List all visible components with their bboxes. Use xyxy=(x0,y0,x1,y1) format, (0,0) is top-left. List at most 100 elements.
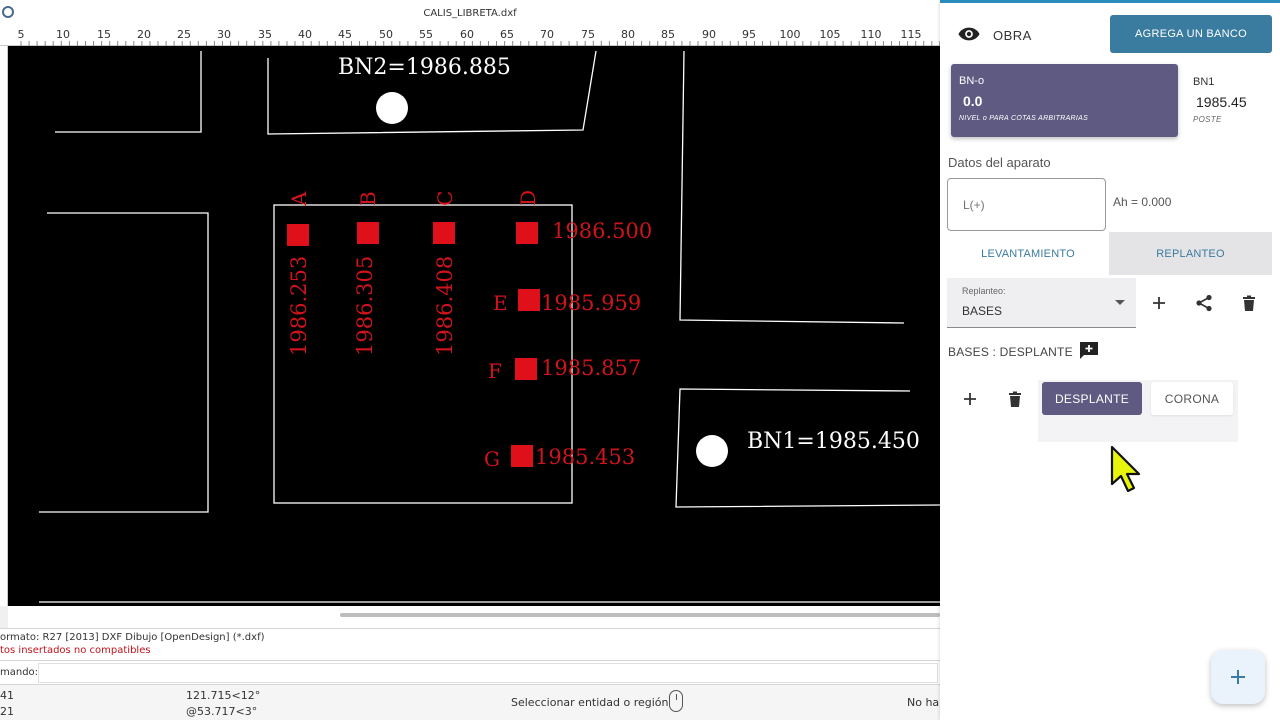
desplante-button[interactable]: DESPLANTE xyxy=(1042,382,1142,415)
add-button[interactable] xyxy=(1145,289,1173,317)
ruler-label: 70 xyxy=(540,28,554,41)
select-label: Replanteo: xyxy=(962,286,1006,296)
ruler-label: 90 xyxy=(702,28,716,41)
status-right: No ha xyxy=(907,696,940,709)
ruler-label: 50 xyxy=(379,28,393,41)
ruler-label: 80 xyxy=(621,28,635,41)
console-warning: tos insertados no compatibles xyxy=(0,645,151,656)
ruler-label: 25 xyxy=(177,28,191,41)
bn1-label: BN1=1985.450 xyxy=(747,429,920,454)
status-prompt: Seleccionar entidad o región xyxy=(511,696,669,709)
add-base-button[interactable] xyxy=(956,385,984,413)
elevation-a: 1986.253 xyxy=(287,256,311,356)
mouse-icon xyxy=(669,690,683,712)
corona-button[interactable]: CORONA xyxy=(1151,382,1233,415)
delete-base-button[interactable] xyxy=(1001,385,1029,413)
drawing-canvas[interactable]: BN2=1986.885 BN1=1985.450 A B C D 1986.2… xyxy=(8,46,940,606)
bench-value-bn1[interactable]: 1985.45 xyxy=(1196,94,1247,110)
point-letter-g: G xyxy=(484,447,500,471)
trash-icon xyxy=(1243,295,1255,311)
app-panel: OBRA AGREGA UN BANCO BN-o 0.0 NIVEL o PA… xyxy=(940,0,1280,720)
scrollbar-thumb[interactable] xyxy=(340,613,940,617)
ruler-label: 15 xyxy=(97,28,111,41)
ruler-label: 115 xyxy=(900,28,922,41)
floating-add-button[interactable] xyxy=(1211,650,1265,704)
bench-card-selected[interactable]: BN-o 0.0 NIVEL o PARA COTAS ARBITRARIAS xyxy=(951,64,1178,137)
footing-outline xyxy=(273,204,573,504)
bn2-label: BN2=1986.885 xyxy=(338,55,511,80)
cad-titlebar: CALIS_LIBRETA.dxf xyxy=(0,0,940,26)
point-letter-e: E xyxy=(493,291,508,315)
add-comment-icon xyxy=(1080,342,1098,359)
point-marker-d xyxy=(516,222,538,244)
share-icon xyxy=(1196,294,1212,312)
app-top-accent xyxy=(940,0,1280,3)
tab-levantamiento[interactable]: LEVANTAMIENTO xyxy=(947,232,1109,275)
ruler-label: 55 xyxy=(419,28,433,41)
elevation-b: 1986.305 xyxy=(353,256,377,356)
ruler-label: 60 xyxy=(460,28,474,41)
command-input[interactable] xyxy=(38,663,938,683)
bn2-marker xyxy=(376,92,408,124)
add-comment-button[interactable] xyxy=(1079,341,1099,365)
column-letter-d: D xyxy=(516,190,540,206)
elevation-f: 1985.857 xyxy=(541,356,641,380)
ruler-label: 100 xyxy=(779,28,801,41)
tab-replanteo[interactable]: REPLANTEO xyxy=(1109,232,1272,275)
coord-abs: 41 xyxy=(0,689,14,702)
point-marker-b xyxy=(357,222,379,244)
vertical-ruler xyxy=(0,46,8,606)
add-bench-button[interactable]: AGREGA UN BANCO xyxy=(1110,15,1272,53)
column-letter-a: A xyxy=(287,191,311,207)
ruler-ticks xyxy=(20,41,940,46)
console-message: ormato: R27 [2013] DXF Dibujo [OpenDesig… xyxy=(0,632,265,643)
instrument-reading-input[interactable] xyxy=(947,178,1106,231)
ruler-label: 30 xyxy=(217,28,231,41)
plus-icon xyxy=(1231,670,1245,684)
coord-rel: 21 xyxy=(0,705,14,718)
eye-icon xyxy=(958,27,980,41)
bench-description-bn1: POSTE xyxy=(1193,115,1222,124)
point-marker-e xyxy=(518,289,540,311)
chevron-down-icon xyxy=(1115,300,1125,305)
select-value: BASES xyxy=(962,304,1003,318)
ruler-label: 35 xyxy=(258,28,272,41)
point-marker-c xyxy=(433,222,455,244)
plus-icon xyxy=(964,393,976,405)
instrument-data-label: Datos del aparato xyxy=(948,155,1051,170)
bench-name-bn1[interactable]: BN1 xyxy=(1193,76,1215,88)
ruler-label: 20 xyxy=(137,28,151,41)
elevation-c: 1986.408 xyxy=(433,256,457,356)
replanteo-select[interactable]: Replanteo: BASES xyxy=(947,278,1136,328)
bench-description: NIVEL o PARA COTAS ARBITRARIAS xyxy=(959,115,1089,122)
message-console: ormato: R27 [2013] DXF Dibujo [OpenDesig… xyxy=(0,628,940,660)
point-letter-f: F xyxy=(488,359,502,383)
cad-window-title: CALIS_LIBRETA.dxf xyxy=(423,8,517,19)
ruler-label: 5 xyxy=(17,28,25,41)
boundary-line xyxy=(55,51,202,133)
boundary-line xyxy=(267,50,597,135)
elevation-d: 1986.500 xyxy=(552,219,652,243)
cad-window: CALIS_LIBRETA.dxf 5 10 15 20 25 30 35 40… xyxy=(0,0,940,720)
delete-button[interactable] xyxy=(1235,289,1263,317)
ruler-label: 95 xyxy=(742,28,756,41)
obra-label: OBRA xyxy=(993,28,1032,43)
point-marker-f xyxy=(515,358,537,380)
column-letter-b: B xyxy=(356,191,380,206)
plus-icon xyxy=(1153,297,1165,309)
ruler-label: 75 xyxy=(581,28,595,41)
mode-tabs: LEVANTAMIENTO REPLANTEO xyxy=(947,232,1272,275)
horizontal-scrollbar[interactable] xyxy=(8,606,940,628)
drawing: BN2=1986.885 BN1=1985.450 A B C D 1986.2… xyxy=(39,50,940,603)
bn1-marker xyxy=(696,435,728,467)
point-marker-g xyxy=(511,445,533,467)
ruler-label: 105 xyxy=(819,28,841,41)
command-line: mando: xyxy=(0,660,940,684)
ruler-label: 10 xyxy=(56,28,70,41)
boundary-line xyxy=(679,50,905,324)
share-button[interactable] xyxy=(1190,289,1218,317)
bench-name: BN-o xyxy=(959,75,985,87)
command-label: mando: xyxy=(0,667,39,678)
boundary-line xyxy=(39,212,209,513)
